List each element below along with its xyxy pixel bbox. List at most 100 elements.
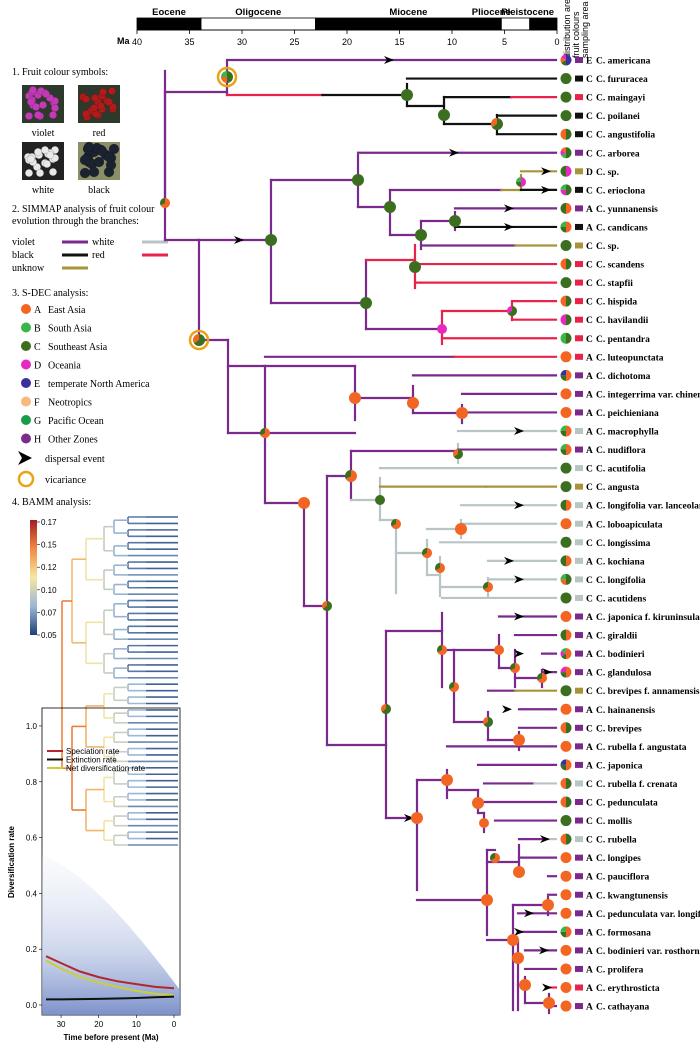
fruit-berry <box>103 151 115 163</box>
dispersal-arrow <box>514 612 524 621</box>
tip-fruit-colour <box>575 298 583 305</box>
fruit-berry <box>33 147 43 157</box>
pie-slice <box>415 229 427 241</box>
fruit-berry <box>48 110 58 120</box>
bamm-rate-tree <box>61 516 178 846</box>
fruit-berry <box>50 103 60 113</box>
pie-slice <box>322 601 327 609</box>
area-dot-H <box>21 433 31 444</box>
fruit-berry <box>108 143 120 155</box>
div-ytick-label: 0.2 <box>26 945 38 954</box>
tip-fruit-colour <box>575 836 583 843</box>
tip-fruit-colour <box>575 761 583 768</box>
pie-slice <box>516 177 521 182</box>
epoch-bar <box>136 17 202 31</box>
pie-slice <box>491 118 503 131</box>
tip-fruit-colour <box>575 390 583 397</box>
tip-distribution-slice <box>560 295 566 307</box>
tip-distribution-slice <box>560 375 566 381</box>
area-name: East Asia <box>48 305 86 316</box>
node-pie <box>260 428 271 438</box>
fruit-photo-red: red <box>78 85 120 139</box>
tip-fruit-colour <box>575 279 583 286</box>
tip-species-name: C. longifolia var. lanceolaria <box>596 502 700 512</box>
div-xlabel: Time before present (Ma) <box>64 1033 159 1042</box>
tip-fruit-colour <box>575 539 583 546</box>
tip-area-code: C <box>586 94 593 104</box>
tip-area-code: A <box>586 1003 593 1013</box>
tip-species-name: C. mollis <box>596 817 632 827</box>
tip-distribution-slice <box>560 332 566 344</box>
fruit-photo-label: white <box>32 185 55 196</box>
pie-slice <box>507 306 518 316</box>
tip-distribution-pie <box>560 388 572 400</box>
epoch-label: Eocene <box>152 7 186 18</box>
tip-species-name: C. yunnanensis <box>596 205 658 215</box>
node-pie <box>512 952 524 964</box>
pie-slice <box>453 449 464 460</box>
tip-area-code: C <box>586 539 593 549</box>
pie-slice <box>422 548 433 558</box>
pie-slice <box>437 324 447 334</box>
dispersal-arrow <box>524 909 534 918</box>
node-pie <box>513 734 525 746</box>
bamm-tick-label: 0.15 <box>41 541 57 550</box>
area-name: Pacific Ocean <box>48 416 104 427</box>
tip-distribution-slice <box>566 555 572 567</box>
fruit-berry <box>98 87 108 97</box>
tip-area-code: A <box>586 613 593 623</box>
tip-distribution-slice <box>560 777 566 789</box>
div-series-line <box>46 995 175 1001</box>
tip-distribution-slice <box>566 147 572 159</box>
tip-species-name: C. macrophylla <box>596 428 659 438</box>
tip-distribution-slice <box>561 60 566 66</box>
tip-distribution-slice <box>560 722 566 734</box>
area-code: G <box>34 416 41 427</box>
tip-species-name: C. maingayi <box>596 94 645 104</box>
tip-area-code: A <box>586 390 593 400</box>
branch-legend-label: white <box>92 237 115 248</box>
tip-fruit-colour <box>575 112 583 119</box>
tip-species-name: C. dichotoma <box>596 372 651 382</box>
tip-fruit-colour <box>575 520 583 527</box>
epoch-label: Pliocene <box>472 7 511 18</box>
tip-species-name: C. candicans <box>596 223 648 233</box>
area-dot-F <box>21 396 31 407</box>
div-ytick-label: 0.8 <box>26 778 38 787</box>
div-legend-label: Speciation rate <box>66 747 120 756</box>
tip-fruit-colour <box>575 576 583 583</box>
node-pie <box>422 548 433 558</box>
tip-fruit-colour <box>575 984 583 991</box>
node-pie <box>490 853 501 863</box>
tip-distribution-slice <box>560 425 566 431</box>
tip-distribution-slice <box>561 653 566 660</box>
dispersal-arrow <box>514 501 524 510</box>
branch-legend-label: violet <box>12 237 35 248</box>
tip-distribution-slice <box>560 555 566 567</box>
pie-slice <box>391 519 402 530</box>
column-header: distribution area <box>562 0 572 58</box>
tip-row: AC. integerrima var. chinensis <box>560 388 700 400</box>
pie-slice <box>422 548 427 556</box>
fruit-berry <box>90 93 100 103</box>
time-tick-label: 5 <box>502 37 507 47</box>
node-pie <box>483 582 494 592</box>
node-pie <box>516 177 526 187</box>
pie-slice <box>490 118 497 127</box>
dispersal-arrow <box>404 814 414 822</box>
tip-species-name: C. brevipes <box>596 724 642 734</box>
tip-distribution-pie <box>560 740 572 752</box>
tip-area-code: A <box>586 502 593 512</box>
tip-area-code: A <box>586 854 593 864</box>
tip-species-name: C. sp. <box>596 168 619 178</box>
bamm-tick-label: 0.17 <box>41 518 57 527</box>
tip-distribution-slice <box>560 449 566 456</box>
